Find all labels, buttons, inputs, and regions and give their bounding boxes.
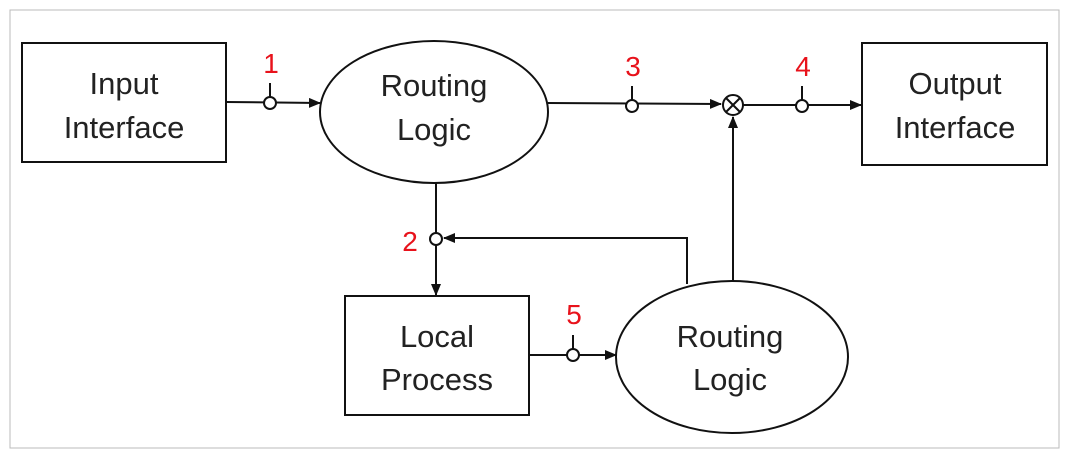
routing-logic-bottom-label-line2: Logic bbox=[693, 362, 767, 397]
node-routing-logic-top: Routing Logic bbox=[319, 40, 549, 184]
tap-label-4: 4 bbox=[795, 51, 811, 82]
merge-cross-circle-icon bbox=[722, 94, 744, 116]
tap-point-5: 5 bbox=[566, 299, 582, 362]
node-routing-logic-bottom: Routing Logic bbox=[615, 280, 849, 434]
tap-point-1: 1 bbox=[263, 48, 279, 110]
tap-point-2: 2 bbox=[402, 226, 443, 257]
input-interface-label-line1: Input bbox=[90, 66, 159, 101]
local-process-label-line2: Process bbox=[381, 362, 493, 397]
tap-label-1: 1 bbox=[263, 48, 279, 79]
connectors bbox=[225, 97, 862, 360]
routing-logic-bottom-label-line1: Routing bbox=[677, 319, 784, 354]
routing-logic-top-label-line2: Logic bbox=[397, 112, 471, 147]
tap-label-5: 5 bbox=[566, 299, 582, 330]
node-local-process: Local Process bbox=[344, 295, 530, 416]
diagram-frame bbox=[9, 9, 1060, 449]
tap-point-4: 4 bbox=[795, 51, 811, 113]
output-interface-label-line2: Interface bbox=[895, 110, 1016, 145]
local-process-label-line1: Local bbox=[400, 319, 474, 354]
tap-point-3: 3 bbox=[625, 51, 641, 113]
tap-label-3: 3 bbox=[625, 51, 641, 82]
edge-feedback-to-tap2 bbox=[443, 233, 688, 284]
node-input-interface: Input Interface bbox=[21, 42, 227, 163]
output-interface-label-line1: Output bbox=[908, 66, 1001, 101]
input-interface-label-line2: Interface bbox=[64, 110, 185, 145]
tap-label-2: 2 bbox=[402, 226, 418, 257]
routing-logic-top-label-line1: Routing bbox=[381, 68, 488, 103]
node-output-interface: Output Interface bbox=[861, 42, 1048, 166]
